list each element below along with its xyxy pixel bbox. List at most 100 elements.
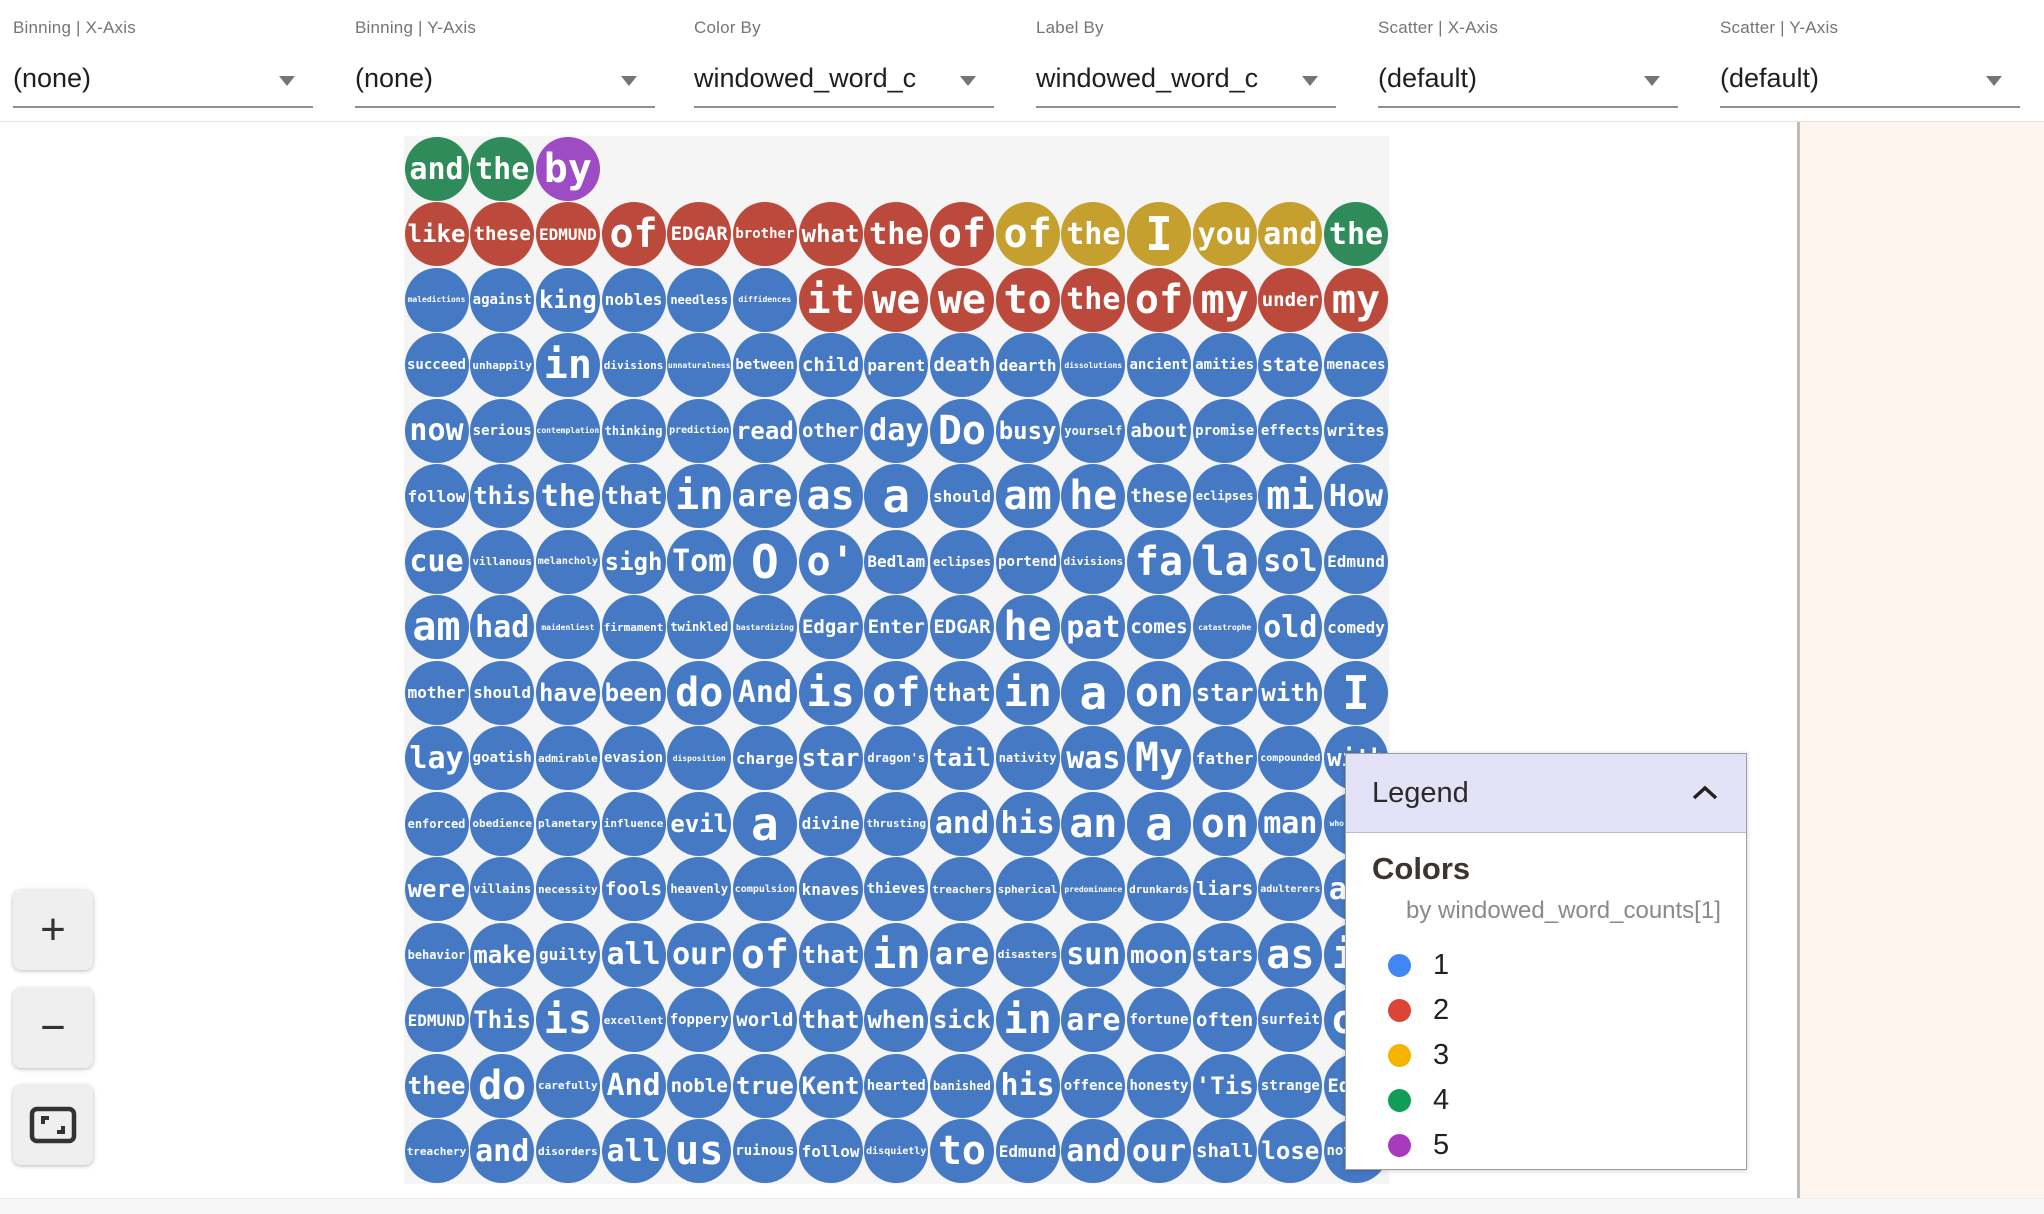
word-circle[interactable]: o' [798,529,863,594]
word-circle[interactable]: guilty [535,922,600,987]
word-circle[interactable]: the [864,202,929,267]
word-circle[interactable]: catastrophe [1192,595,1257,660]
word-circle[interactable]: drunkards [1126,857,1191,922]
word-circle[interactable]: liars [1192,857,1257,922]
word-circle[interactable]: was [1061,726,1126,791]
word-circle[interactable]: cue [404,529,469,594]
word-circle[interactable]: lay [404,726,469,791]
word-circle[interactable]: Do [929,398,994,463]
word-circle[interactable]: were [404,857,469,922]
word-circle[interactable]: EDGAR [667,202,732,267]
word-circle[interactable]: disorders [535,1119,600,1184]
word-circle[interactable]: you [1192,202,1257,267]
word-circle[interactable]: as [798,464,863,529]
word-circle[interactable]: contemplation [535,398,600,463]
word-circle[interactable]: my [1192,267,1257,332]
word-circle[interactable]: in [667,464,732,529]
word-circle[interactable]: EDMUND [535,202,600,267]
word-circle[interactable]: pat [1061,595,1126,660]
zoom-in-button[interactable]: + [13,890,93,970]
word-circle[interactable]: diffidences [732,267,797,332]
word-circle[interactable]: in [995,660,1060,725]
word-circle[interactable]: against [470,267,535,332]
word-circle[interactable]: melancholy [535,529,600,594]
word-circle[interactable]: us [667,1119,732,1184]
word-circle[interactable]: knaves [798,857,863,922]
word-circle[interactable]: firmament [601,595,666,660]
word-circle[interactable]: had [470,595,535,660]
word-circle[interactable]: maledictions [404,267,469,332]
word-circle[interactable]: been [601,660,666,725]
word-circle[interactable]: and [1061,1119,1126,1184]
word-circle[interactable]: excellent [601,988,666,1053]
word-circle[interactable]: state [1258,333,1323,398]
word-circle[interactable]: other [798,398,863,463]
word-circle[interactable]: Bedlam [864,529,929,594]
word-circle[interactable]: unhappily [470,333,535,398]
word-circle[interactable]: of [995,202,1060,267]
word-circle[interactable]: the [1061,267,1126,332]
word-circle[interactable]: unnaturalness [667,333,732,398]
word-circle[interactable]: EDMUND [404,988,469,1053]
word-circle[interactable]: Tom [667,529,732,594]
word-circle[interactable]: should [929,464,994,529]
word-circle[interactable]: fa [1126,529,1191,594]
word-circle[interactable]: true [732,1053,797,1118]
dropdown-scatter-y[interactable]: Scatter | Y-Axis (default) [1720,18,2020,110]
word-circle[interactable]: in [995,988,1060,1053]
word-circle[interactable]: surfeit [1258,988,1323,1053]
word-circle[interactable]: am [404,595,469,660]
word-circle[interactable]: the [470,137,535,201]
word-circle[interactable]: twinkled [667,595,732,660]
word-circle[interactable]: eclipses [929,529,994,594]
word-circle[interactable]: like [404,202,469,267]
word-circle[interactable]: dearth [995,333,1060,398]
word-circle[interactable]: follow [404,464,469,529]
word-circle[interactable]: lose [1258,1119,1323,1184]
word-circle[interactable]: divisions [601,333,666,398]
fit-to-screen-button[interactable] [13,1085,93,1165]
word-circle[interactable]: nobles [601,267,666,332]
word-circle[interactable]: honesty [1126,1053,1191,1118]
word-circle[interactable]: 'Tis [1192,1053,1257,1118]
word-circle[interactable]: often [1192,988,1257,1053]
word-circle[interactable]: admirable [535,726,600,791]
word-circle[interactable]: sun [1061,922,1126,987]
word-circle[interactable]: EDGAR [929,595,994,660]
word-circle[interactable]: compounded [1258,726,1323,791]
word-circle[interactable]: evil [667,791,732,856]
word-circle[interactable]: tail [929,726,994,791]
word-circle[interactable]: dragon's [864,726,929,791]
word-circle[interactable]: child [798,333,863,398]
word-circle[interactable]: fools [601,857,666,922]
word-circle[interactable]: disposition [667,726,732,791]
word-circle[interactable]: about [1126,398,1191,463]
word-circle[interactable]: these [1126,464,1191,529]
word-circle[interactable]: of [929,202,994,267]
word-circle[interactable]: are [732,464,797,529]
word-circle[interactable]: thee [404,1053,469,1118]
word-circle[interactable]: divisions [1061,529,1126,594]
word-circle[interactable]: disquietly [864,1119,929,1184]
word-circle[interactable]: all [601,922,666,987]
word-circle[interactable]: that [798,922,863,987]
word-circle[interactable]: should [470,660,535,725]
word-circle[interactable]: it [798,267,863,332]
word-circle[interactable]: evasion [601,726,666,791]
word-circle[interactable]: old [1258,595,1323,660]
word-circle[interactable]: O [732,529,797,594]
word-circle[interactable]: of [864,660,929,725]
word-circle[interactable]: day [864,398,929,463]
word-circle[interactable]: in [864,922,929,987]
word-circle[interactable]: promise [1192,398,1257,463]
word-circle[interactable]: the [1324,202,1389,267]
word-circle[interactable]: his [995,791,1060,856]
word-circle[interactable]: this [470,464,535,529]
word-circle[interactable]: the [535,464,600,529]
word-circle[interactable]: disasters [995,922,1060,987]
word-circle[interactable]: behavior [404,922,469,987]
word-circle[interactable]: star [798,726,863,791]
word-circle[interactable]: eclipses [1192,464,1257,529]
word-circle[interactable]: My [1126,726,1191,791]
word-circle[interactable]: make [470,922,535,987]
